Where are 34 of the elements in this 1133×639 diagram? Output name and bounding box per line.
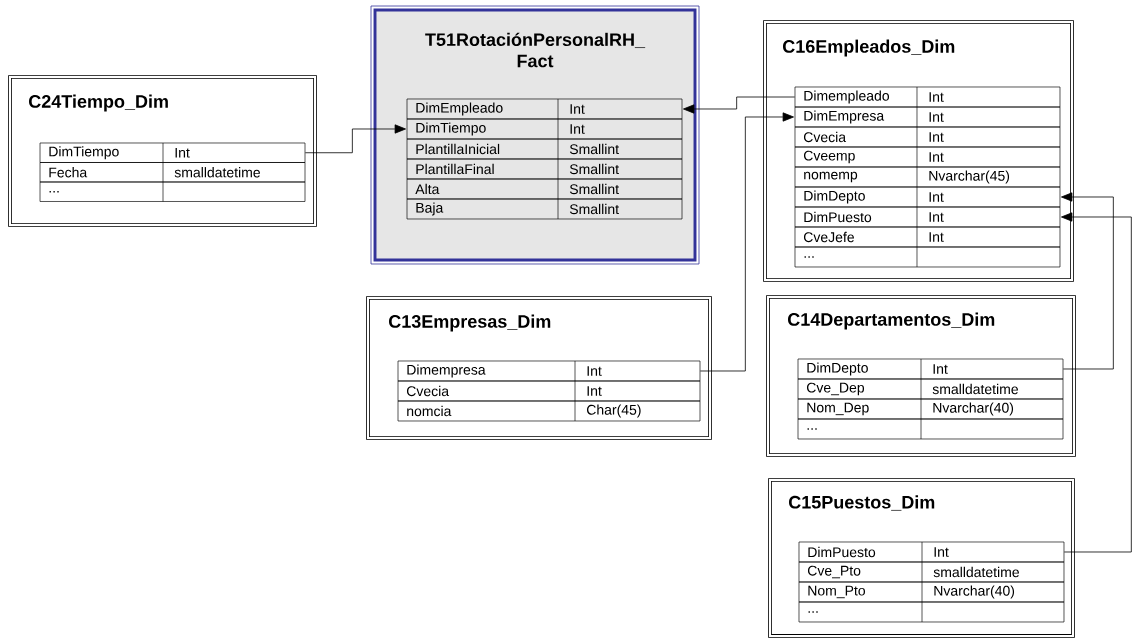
- table-row: Nom_Pto Nvarchar(40): [798, 581, 1065, 603]
- table-row: Cve_Dep smalldatetime: [797, 378, 1064, 400]
- table-row: DimPuesto Int: [798, 541, 1065, 563]
- table-row: DimPuesto Int: [794, 206, 1061, 228]
- table-row: ...: [798, 601, 1065, 623]
- table-row: ...: [39, 181, 306, 202]
- table-row: Alta Smallint: [406, 178, 683, 200]
- table-row: Cvecia Int: [397, 380, 701, 402]
- table-row: nomemp Nvarchar(45): [794, 166, 1061, 188]
- connector-arrow: [1061, 212, 1132, 553]
- table-row: Dimempresa Int: [397, 360, 701, 382]
- table-row: nomcia Char(45): [397, 400, 701, 422]
- table-row: DimTiempo Int: [39, 142, 306, 163]
- table-row: DimEmpleado Int: [406, 98, 683, 120]
- connector-arrow: [683, 96, 796, 114]
- table-row: DimEmpresa Int: [794, 106, 1061, 128]
- connector-arrow: [304, 124, 406, 154]
- table-row: Cveemp Int: [794, 146, 1061, 168]
- table-row: Fecha smalldatetime: [39, 162, 306, 183]
- table-row: Cve_Pto smalldatetime: [798, 561, 1065, 583]
- table-row: Nom_Dep Nvarchar(40): [797, 398, 1064, 420]
- table-row: Baja Smallint: [406, 198, 683, 220]
- table-row: ...: [797, 418, 1064, 440]
- table-row: Cvecia Int: [794, 126, 1061, 148]
- table-row: CveJefe Int: [794, 226, 1061, 248]
- table-row: PlantillaFinal Smallint: [406, 158, 683, 180]
- table-row: PlantillaInicial Smallint: [406, 138, 683, 160]
- table-row: Dimempleado Int: [794, 86, 1061, 108]
- table-row: ...: [794, 246, 1061, 268]
- table-row: DimTiempo Int: [406, 118, 683, 140]
- table-row: DimDepto Int: [794, 186, 1061, 208]
- connector-arrow: [699, 112, 794, 372]
- connector-arrow: [1061, 192, 1114, 370]
- table-row: DimDepto Int: [797, 358, 1064, 380]
